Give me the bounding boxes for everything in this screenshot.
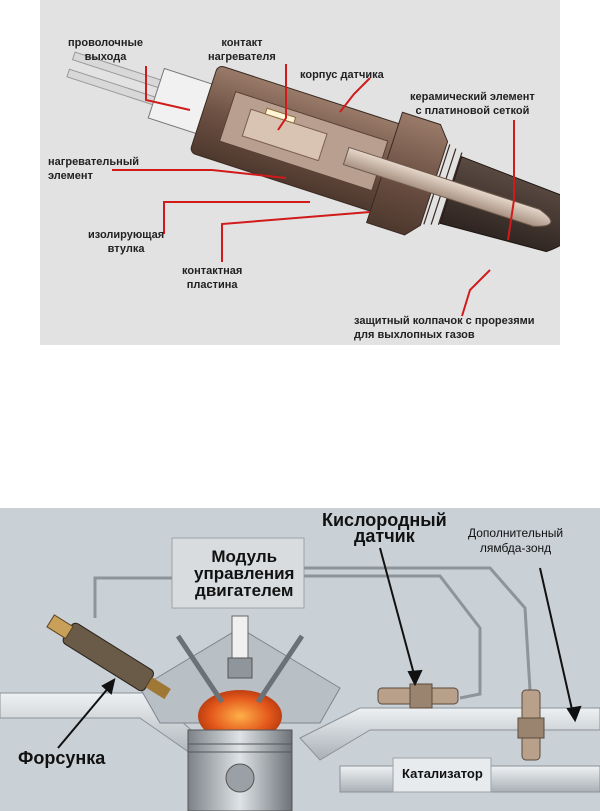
label-sensor-body: корпус датчика [300,69,384,81]
heater-contact [264,107,297,124]
label-extra-lambda: Дополнительный лямбда-зонд [468,526,564,555]
ceramic-element [342,146,552,227]
engine-lambda-drawing [0,537,600,811]
label-ecu: Модуль управления двигателем [194,547,295,600]
oxygen-sensor [377,683,459,709]
label-injector: Форсунка [18,748,106,768]
label-wire-leads: проволочные выхода [68,37,143,63]
label-protective-cap: защитный колпачок с прорезями для выхлоп… [354,315,535,341]
label-heater-contact: контакт нагревателя [208,37,276,63]
label-ceramic-element: керамический элемент с платиновой сеткой [410,91,535,117]
pointer-arrows [57,547,582,749]
label-heating-element: нагревательный элемент [48,156,139,182]
additional-lambda-probe [517,689,545,761]
label-oxygen-sensor: Кислородный датчик [322,510,447,546]
label-catalyst: Катализатор [402,766,483,781]
combustion-chamber [198,690,282,742]
label-insulating-sleeve: изолирующая втулка [88,229,165,255]
ecu-box [171,537,305,609]
sensor-cutaway-drawing [66,51,560,317]
injector [46,614,171,700]
wiring [93,566,532,700]
callout-lines [112,64,515,317]
exhaust-pipe [299,707,600,761]
label-contact-plate: контактная пластина [182,265,243,291]
catalyst-box [392,757,492,793]
engine-lambda-figure: Модуль управления двигателем Кислородный… [0,508,600,811]
sensor-cutaway-figure: проволочные выхода контакт нагревателя к… [40,0,560,345]
